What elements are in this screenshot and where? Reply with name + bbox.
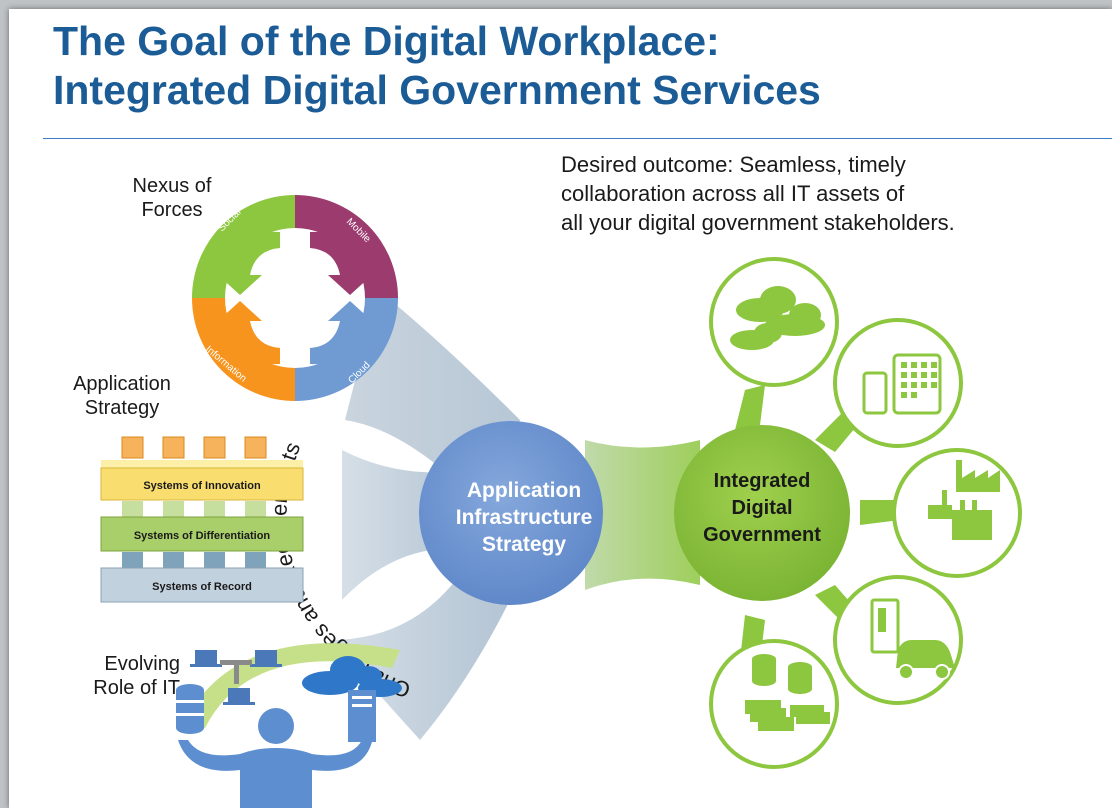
app-strategy-label-line-2: Strategy bbox=[84, 397, 160, 419]
nexus-label-line-2: Forces bbox=[141, 199, 203, 221]
application-strategy-label: Application Strategy bbox=[52, 372, 192, 420]
goal-line-2: Digital bbox=[731, 497, 792, 519]
center-line-2: Infrastructure bbox=[456, 506, 593, 529]
connector-arrows-icon bbox=[220, 660, 252, 684]
arrow-cloud bbox=[310, 301, 372, 365]
laptop-icon bbox=[190, 650, 282, 705]
database-icon bbox=[176, 684, 204, 734]
person-icon bbox=[178, 708, 372, 808]
arrow-mobile bbox=[310, 231, 372, 295]
arrow-information bbox=[218, 301, 280, 365]
satellite-retail-transport bbox=[833, 575, 963, 705]
nexus-label-line-1: Nexus of bbox=[132, 175, 212, 197]
app-strategy-label-line-1: Application bbox=[73, 373, 171, 395]
desired-line-2: collaboration across all IT assets of bbox=[561, 181, 905, 206]
center-line-3: Strategy bbox=[482, 533, 566, 556]
arc-band bbox=[185, 643, 400, 728]
evolving-role-illustration bbox=[176, 643, 402, 808]
satellite-cloud bbox=[709, 257, 839, 387]
layer-label-differentiation: Systems of Differentiation bbox=[134, 530, 271, 542]
layer-label-record: Systems of Record bbox=[152, 581, 252, 593]
tablet-phone-icon bbox=[862, 353, 942, 415]
title-line-2: Integrated Digital Government Services bbox=[53, 67, 821, 113]
evolving-role-label: Evolving Role of IT bbox=[60, 652, 180, 700]
desired-line-3: all your digital government stakeholders… bbox=[561, 210, 955, 235]
layer-innovation bbox=[100, 467, 304, 501]
nexus-label: Nexus of Forces bbox=[112, 174, 232, 222]
evolving-label-line-2: Role of IT bbox=[93, 677, 180, 699]
nexus-of-forces-wheel: Social Mobile Information Cloud bbox=[192, 195, 398, 401]
title-line-1: The Goal of the Digital Workplace: bbox=[53, 18, 720, 64]
layer-label-innovation: Systems of Innovation bbox=[143, 480, 261, 492]
title-divider bbox=[43, 138, 1112, 139]
layer-record bbox=[100, 567, 304, 603]
server-icon bbox=[348, 690, 376, 742]
page-title: The Goal of the Digital Workplace: Integ… bbox=[53, 17, 821, 115]
center-line-1: Application bbox=[467, 479, 581, 502]
database-server-icon bbox=[745, 654, 830, 731]
factory-icon bbox=[928, 460, 1000, 540]
application-infrastructure-circle bbox=[419, 421, 603, 605]
layer-differentiation bbox=[100, 516, 304, 552]
desired-line-1: Desired outcome: Seamless, timely bbox=[561, 152, 906, 177]
vending-car-icon bbox=[870, 598, 955, 680]
goal-line-3: Government bbox=[703, 524, 821, 546]
flow-fan-to-goal bbox=[585, 440, 700, 590]
evolving-label-line-1: Evolving bbox=[104, 653, 180, 675]
goal-line-1: Integrated bbox=[714, 470, 811, 492]
satellite-data bbox=[709, 639, 839, 769]
integrated-government-circle bbox=[674, 425, 850, 601]
arrow-social bbox=[218, 231, 280, 295]
cloud-icon bbox=[730, 286, 825, 350]
satellite-devices bbox=[833, 318, 963, 448]
application-strategy-stack: Systems of Innovation Systems of Differe… bbox=[100, 436, 304, 603]
desired-outcome-text: Desired outcome: Seamless, timely collab… bbox=[561, 150, 955, 237]
flow-fan-bottom bbox=[330, 560, 510, 740]
satellite-factory bbox=[892, 448, 1022, 578]
